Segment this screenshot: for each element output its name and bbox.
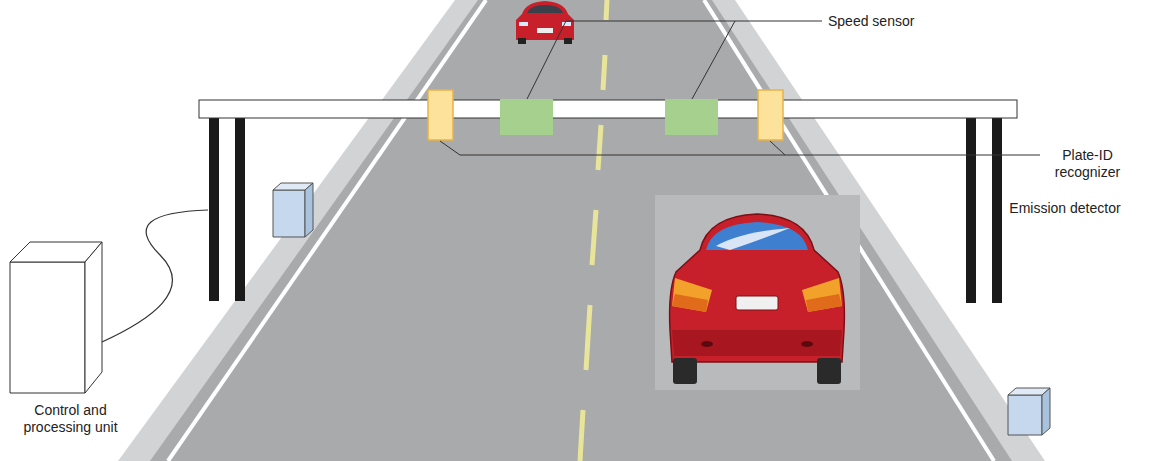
gantry-pillar — [209, 117, 1002, 303]
edge-line — [168, 0, 486, 461]
cable — [102, 210, 208, 342]
emission-detector — [1008, 388, 1050, 435]
control-unit — [10, 242, 102, 393]
emission-detector — [273, 183, 313, 237]
speed-sensor — [500, 99, 553, 135]
sensor-label: Speed sensor — [828, 13, 938, 30]
speed-sensor — [665, 99, 718, 135]
near-car — [655, 195, 860, 390]
plate-recognizer — [428, 90, 453, 140]
gantry-beam — [199, 100, 1017, 118]
road-shoulder — [118, 0, 1045, 461]
plate-recognizer — [758, 90, 783, 140]
road-surface — [150, 0, 1012, 461]
leader-line — [440, 21, 1040, 155]
sensor-label: Plate-ID recognizer — [1040, 147, 1135, 181]
unit-label: Control and processing unit — [8, 402, 133, 436]
detector-label: Emission detector — [975, 200, 1155, 217]
center-line — [580, 0, 607, 461]
